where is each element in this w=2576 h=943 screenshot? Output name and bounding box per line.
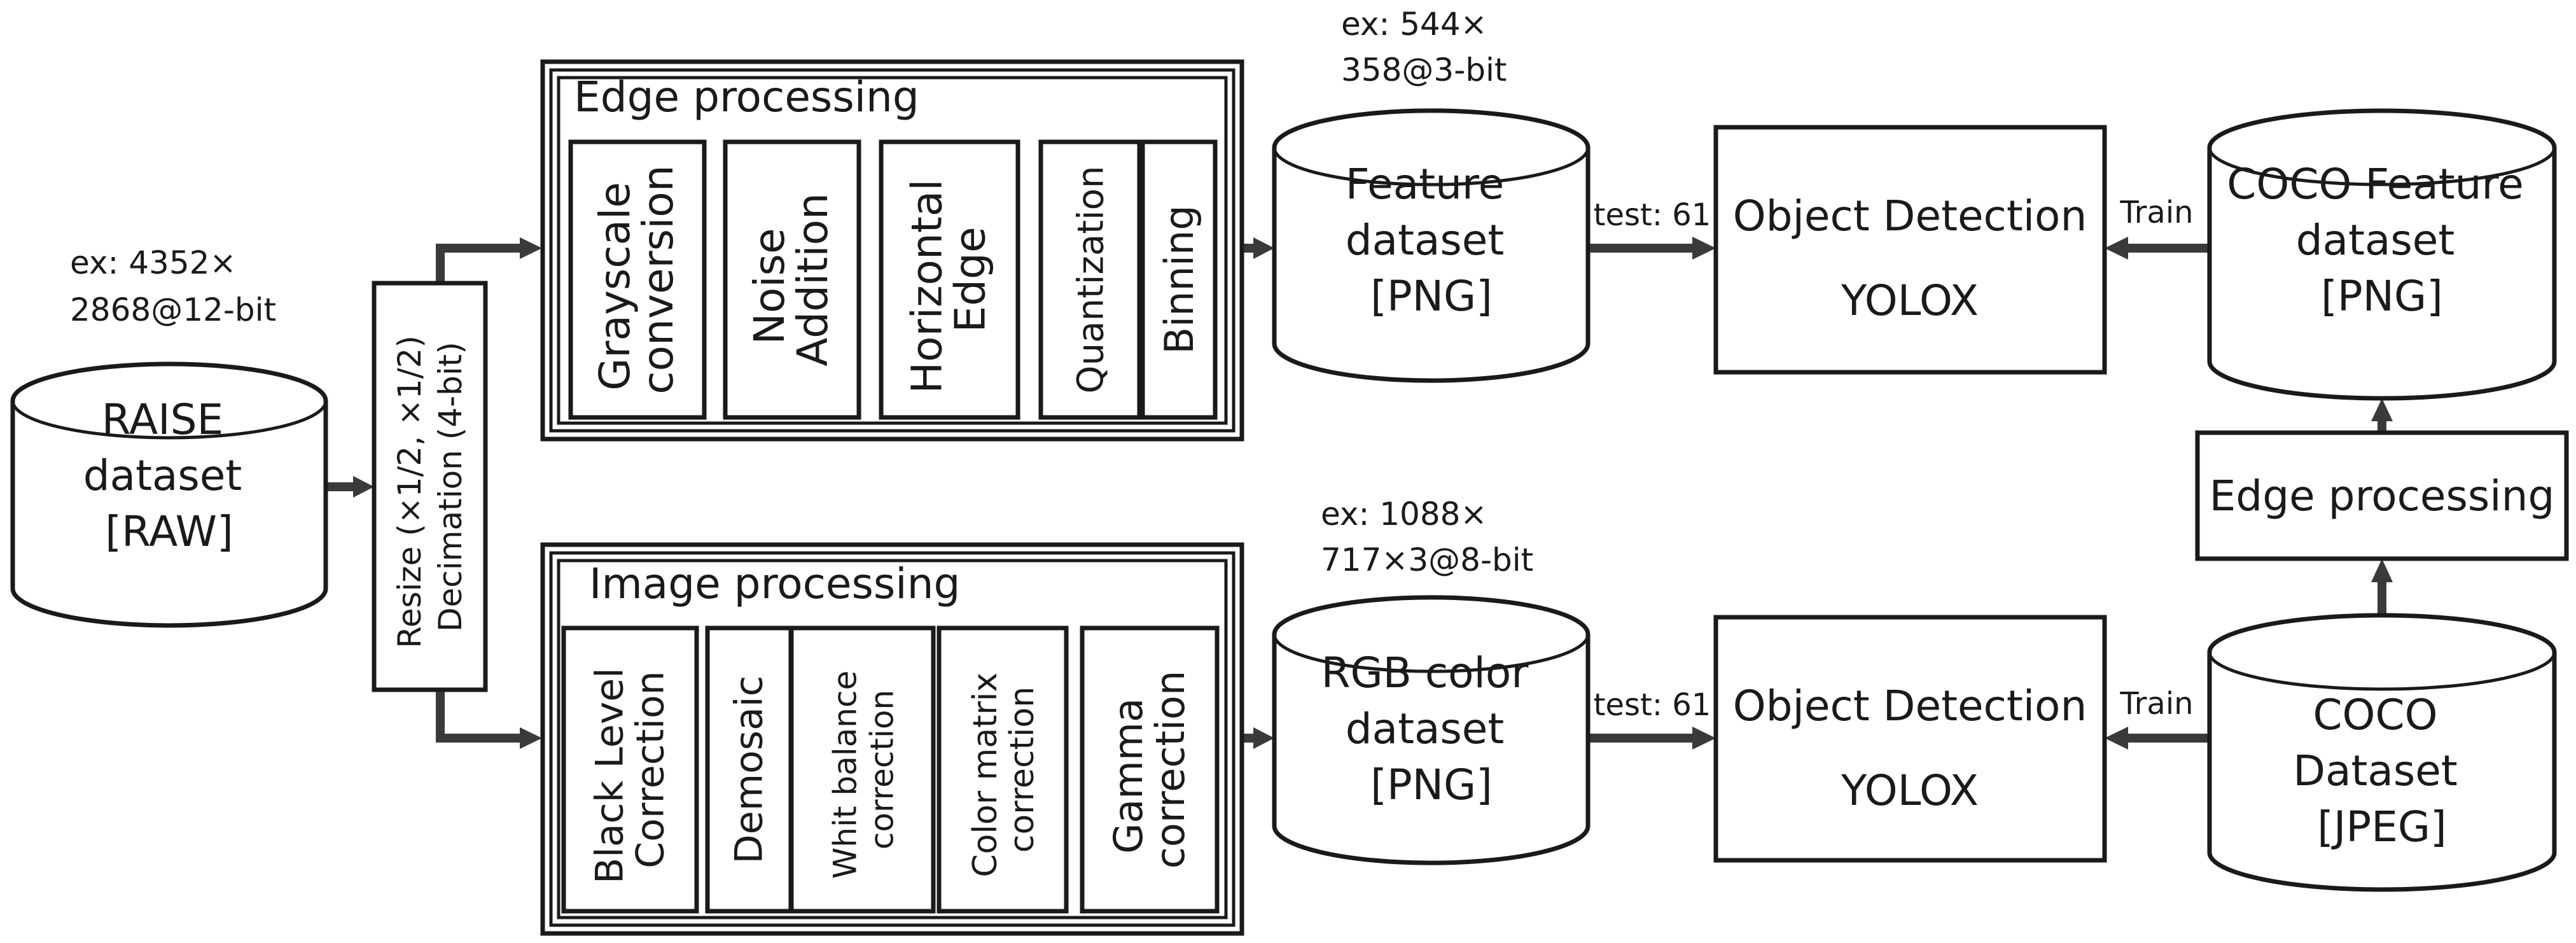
edge-step-noise-addition: Noise Addition — [723, 139, 861, 420]
train-label-top: Train — [2119, 195, 2193, 230]
train-label-bottom: Train — [2119, 686, 2193, 722]
svg-text:Binning: Binning — [1156, 205, 1202, 354]
svg-text:Grayscale conversion: Grayscale conversion — [590, 165, 683, 394]
svg-text:Demosaic: Demosaic — [727, 676, 772, 864]
rgb-color-dataset: RGB color dataset [PNG] — [1272, 595, 1591, 865]
arrow-coco-edge-to-coco-feature — [2371, 398, 2393, 433]
image-processing-group: Image processing Black Level Correction … — [540, 542, 1244, 936]
test-count-top: test: 61 — [1594, 197, 1711, 233]
object-detection-bottom: Object Detection YOLOX — [1713, 615, 2107, 863]
image-step-gamma-correction: Gamma correction — [1080, 625, 1220, 914]
arrow-resize-to-edge-group — [436, 237, 542, 283]
svg-text:Whit balance correctio: Whit balance correction — [827, 660, 901, 879]
svg-text:YOLOX: YOLOX — [1841, 276, 1979, 325]
image-processing-title: Image processing — [589, 559, 960, 608]
test-count-bottom: test: 61 — [1594, 687, 1711, 723]
arrow-coco-feature-to-detector-top — [2105, 237, 2210, 260]
coco-feature-dataset-label: COCO Feature dataset [PNG] — [2227, 160, 2537, 321]
arrow-raise-to-resize — [326, 476, 374, 498]
coco-edge-processing-box: Edge processing — [2195, 430, 2569, 561]
svg-text:Horizontal Edge: Horizontal Edge — [903, 166, 995, 394]
svg-text:Object Detection: Object Detection — [1733, 681, 2087, 730]
edge-step-binning: Binning — [1140, 139, 1218, 420]
edge-processing-group: Edge processing Grayscale conversion Noi… — [540, 59, 1244, 442]
image-step-black-level-correction: Black Level Correction — [561, 625, 699, 914]
svg-text:Noise Addition: Noise Addition — [745, 193, 837, 367]
raise-dataset: RAISE dataset [RAW] — [10, 361, 328, 628]
raise-spec-note: ex: 4352× 2868@12-bit — [70, 244, 276, 328]
svg-text:Quantization: Quantization — [1071, 166, 1112, 394]
svg-text:YOLOX: YOLOX — [1841, 766, 1979, 815]
rgb-color-dataset-label: RGB color dataset [PNG] — [1321, 648, 1542, 809]
edge-step-grayscale-conversion: Grayscale conversion — [568, 139, 707, 420]
feature-dataset: Feature dataset [PNG] — [1272, 108, 1591, 383]
arrow-image-group-to-rgb-dataset — [1242, 727, 1274, 749]
arrow-resize-to-image-group — [436, 690, 542, 749]
resize-decimation-label: Resize (×1/2, ×1/2) Decimation (4-bit) — [391, 325, 469, 648]
feature-dataset-label: Feature dataset [PNG] — [1346, 160, 1518, 321]
coco-dataset-label: COCO Dataset [JPEG] — [2293, 690, 2470, 851]
feature-spec-note: ex: 544× 358@3-bit — [1341, 6, 1507, 88]
svg-text:Object Detection: Object Detection — [1733, 192, 2087, 241]
edge-step-horizontal-edge: Horizontal Edge — [879, 139, 1020, 420]
arrow-coco-to-coco-edge — [2371, 559, 2393, 617]
coco-feature-dataset: COCO Feature dataset [PNG] — [2207, 108, 2557, 401]
edge-processing-title: Edge processing — [574, 73, 919, 122]
raise-dataset-label: RAISE dataset [RAW] — [83, 395, 256, 556]
object-detection-top: Object Detection YOLOX — [1713, 125, 2107, 375]
coco-dataset: COCO Dataset [JPEG] — [2207, 613, 2557, 892]
coco-edge-processing-label: Edge processing — [2210, 471, 2555, 520]
arrow-edge-group-to-feature-dataset — [1242, 237, 1274, 259]
arrow-feature-to-detector-top — [1588, 237, 1716, 260]
rgb-spec-note: ex: 1088× 717×3@8-bit — [1321, 496, 1533, 578]
svg-text:Color matrix correctio: Color matrix correction — [966, 662, 1041, 877]
svg-text:Black Level Correction: Black Level Correction — [588, 655, 673, 884]
arrow-rgb-to-detector-bottom — [1588, 727, 1716, 750]
arrow-coco-to-detector-bottom — [2105, 727, 2210, 750]
svg-text:Gamma correction: Gamma correction — [1105, 671, 1194, 869]
image-step-color-matrix-correction: Color matrix correction — [936, 625, 1069, 914]
image-step-white-balance-correction: Whit balance correction — [789, 625, 936, 914]
image-step-demosaic: Demosaic — [705, 625, 793, 914]
connectors — [326, 237, 2393, 750]
edge-step-quantization: Quantization — [1038, 139, 1142, 420]
resize-decimation-box: Resize (×1/2, ×1/2) Decimation (4-bit) — [372, 281, 488, 692]
